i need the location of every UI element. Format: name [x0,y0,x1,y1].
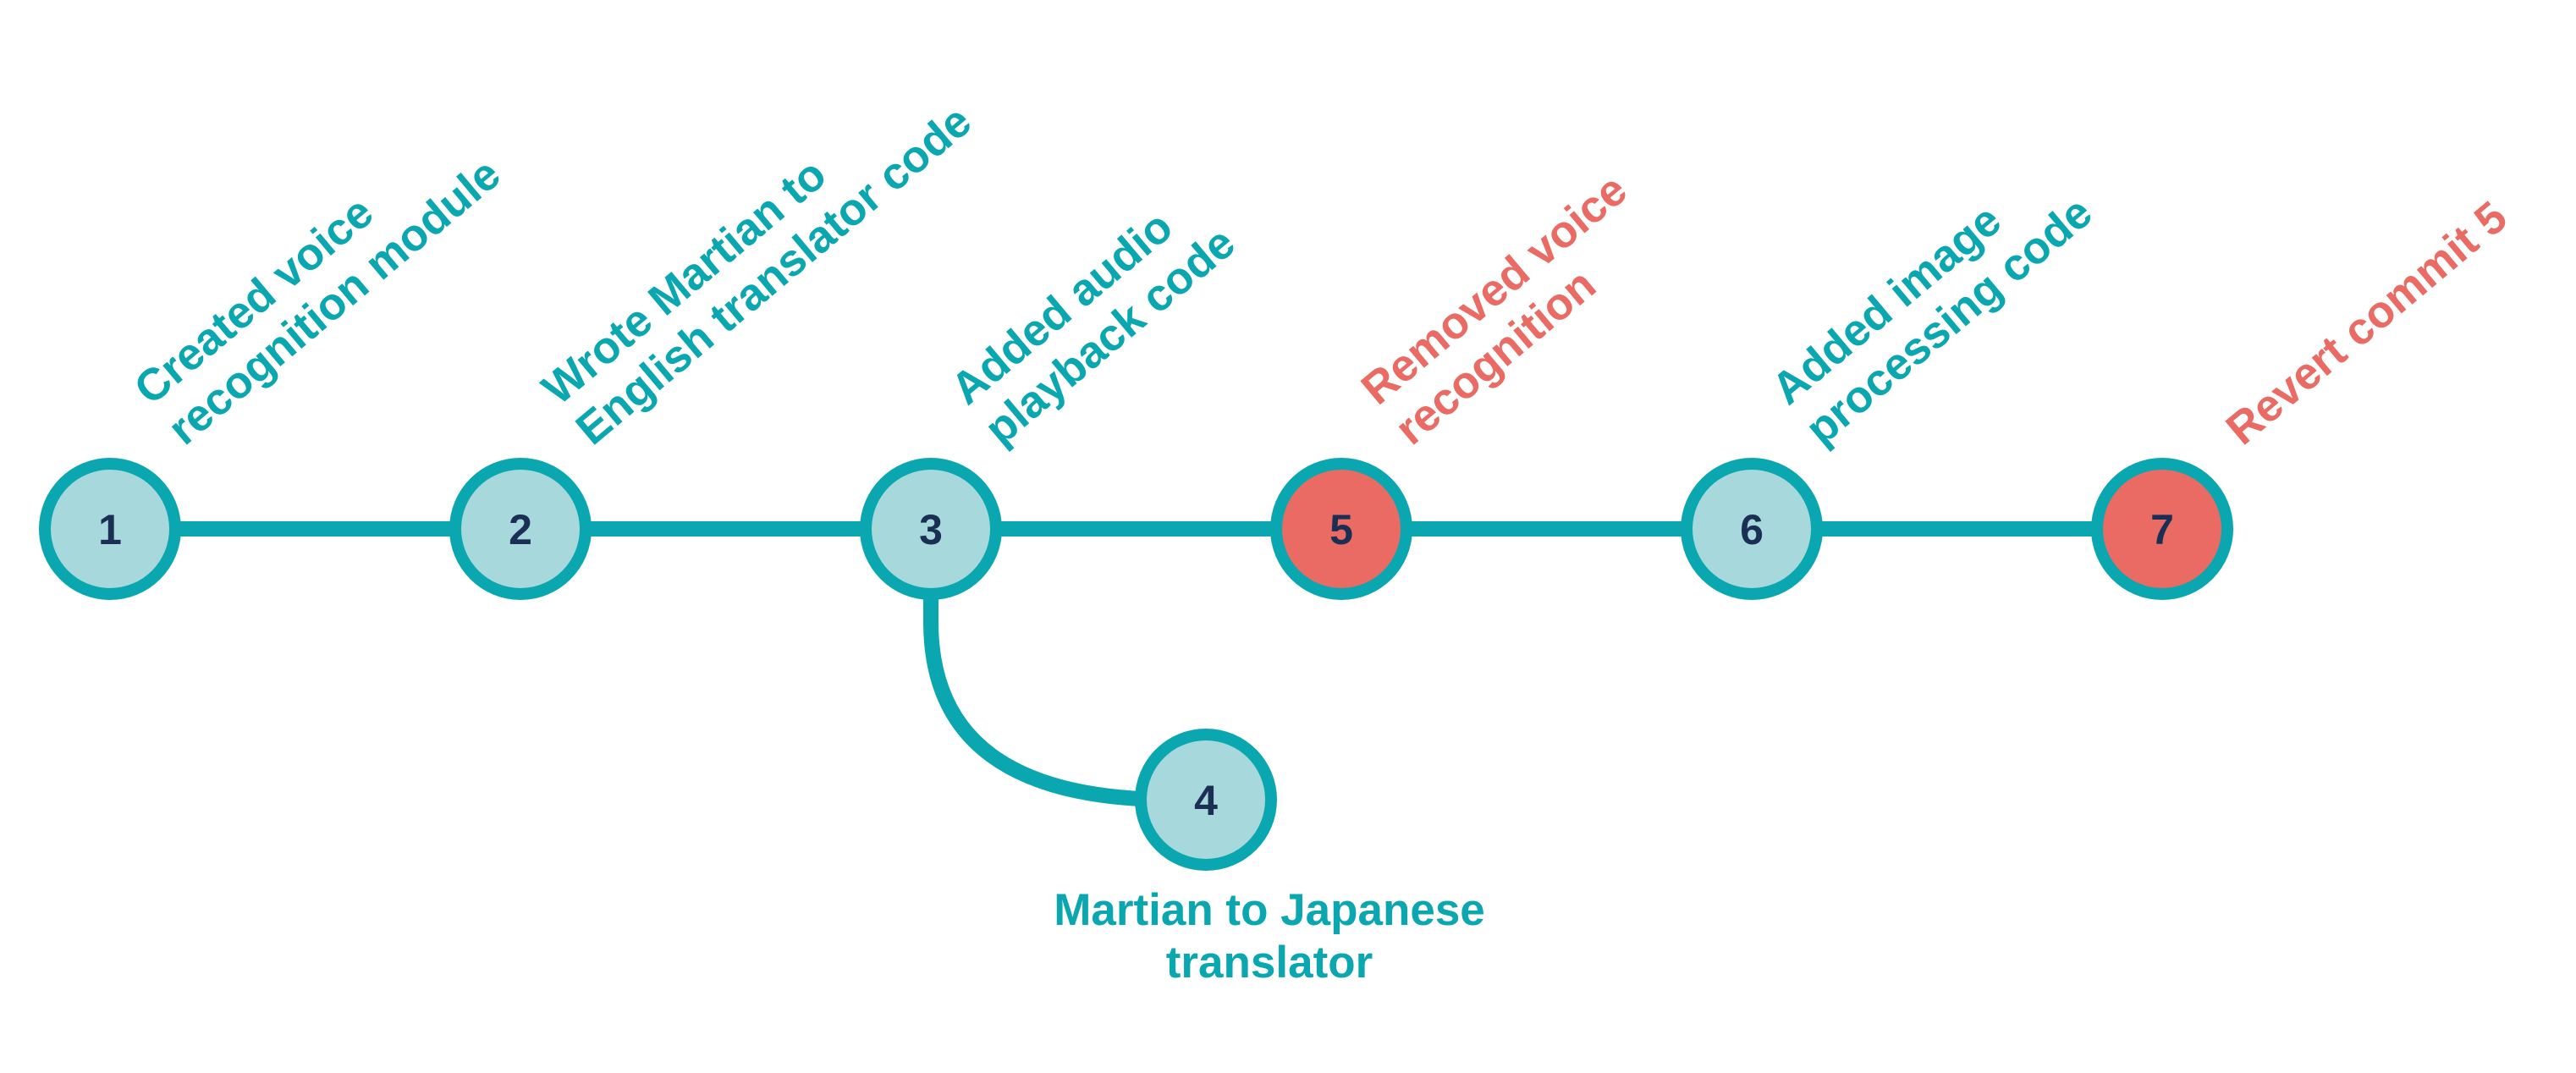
commit-number: 2 [509,506,532,553]
commit-number: 3 [919,506,943,553]
commit-message-6: Added imageprocessing code [1763,147,2101,454]
commit-node-4[interactable]: 4 [1135,729,1277,871]
commit-number: 6 [1740,506,1764,553]
commit-node-1[interactable]: 1 [39,458,181,600]
commit-message-1: Created voicerecognition module [125,108,509,454]
commit-number: 1 [98,506,122,553]
commit-message-line: Martian to Japanese [1054,885,1485,935]
commit-node-fill [51,470,169,588]
commit-message-line: translator [1166,938,1373,988]
commit-message-7: Revert commit 5 [2217,192,2517,454]
commit-number: 5 [1329,506,1353,553]
commit-node-6[interactable]: 6 [1681,458,1823,600]
commit-edges [110,521,2162,807]
commit-node-5[interactable]: 5 [1270,458,1412,600]
commit-node-fill [872,470,990,588]
commit-node-fill [1693,470,1811,588]
commit-number: 4 [1194,777,1218,824]
commit-message-line: Revert commit 5 [2217,192,2517,454]
commit-message-3: Added audioplayback code [942,178,1245,454]
commit-node-fill [461,470,580,588]
commit-message-line: recognition module [159,149,510,454]
commit-node-fill [1147,740,1265,859]
commit-node-2[interactable]: 2 [449,458,592,600]
commit-number: 7 [2150,506,2174,553]
commit-message-line: English translator code [567,96,981,454]
commit-node-3[interactable]: 3 [860,458,1002,600]
commit-nodes: 1 2 3 4 5 6 7 [39,458,2233,871]
commit-message-2: Wrote Martian toEnglish translator code [533,56,981,454]
commit-message-5: Removed voicerecognition [1352,165,1671,455]
commit-node-7[interactable]: 7 [2091,458,2233,600]
commit-node-fill [2103,470,2221,588]
edge-c3-c4 [923,521,1180,807]
commit-node-fill [1282,470,1401,588]
